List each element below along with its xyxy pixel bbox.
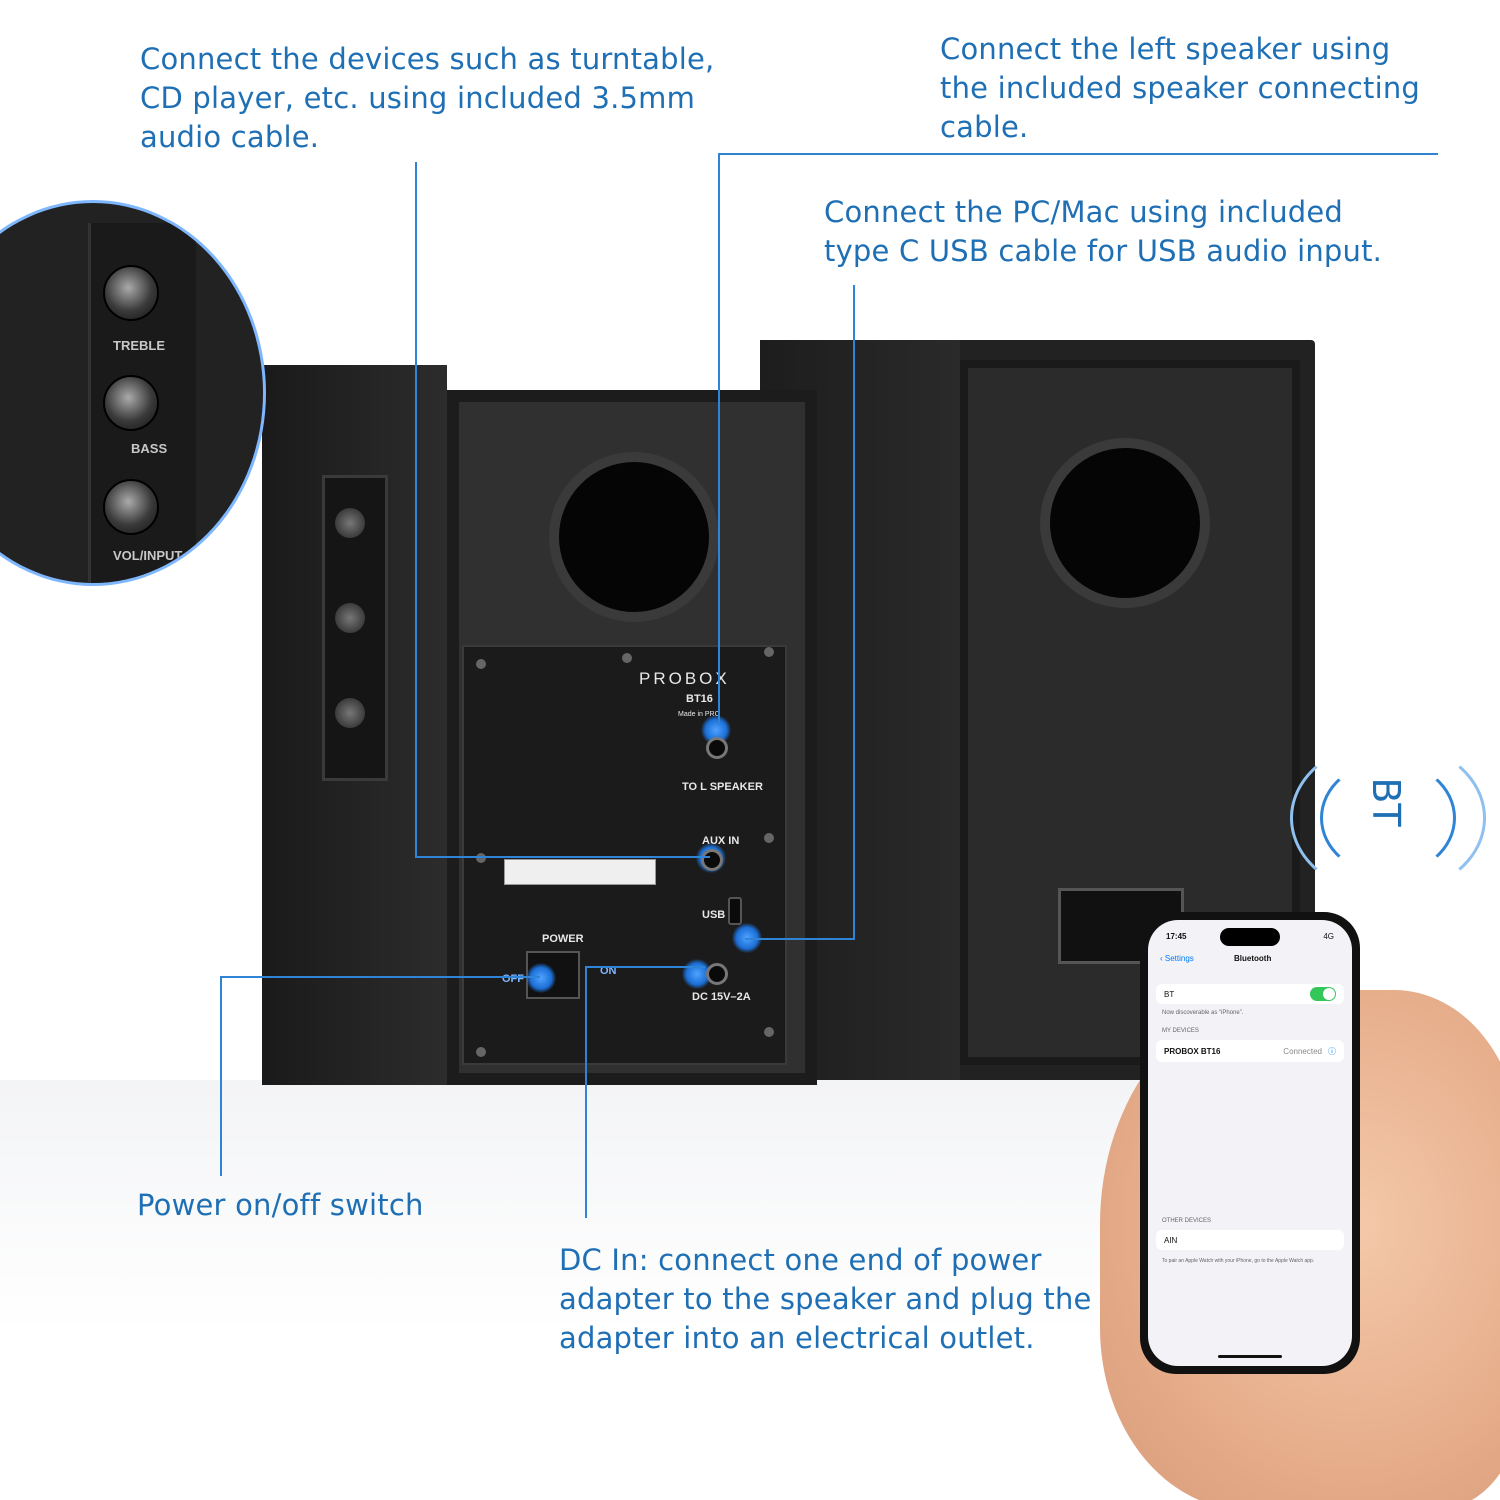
- screw: [622, 653, 632, 663]
- caption-power-switch: Power on/off switch: [137, 1188, 424, 1222]
- side-knob: [335, 603, 365, 633]
- model-label: BT16: [686, 693, 713, 705]
- info-icon[interactable]: ⓘ: [1328, 1047, 1336, 1056]
- bass-port: [1040, 438, 1210, 608]
- usb-callout-line: [853, 285, 855, 940]
- home-indicator: [1218, 1355, 1282, 1358]
- power-callout-line: [220, 976, 222, 1176]
- side-knob-panel: [322, 475, 388, 781]
- usb-c-port: [728, 897, 742, 925]
- bt-label: BT: [1364, 777, 1408, 827]
- bt-wave-icon: [1290, 740, 1486, 896]
- aux-in-jack: [701, 849, 723, 871]
- screw: [764, 647, 774, 657]
- caption-usb-input: Connect the PC/Mac using included type C…: [824, 195, 1383, 268]
- other-device-name: AIN: [1164, 1236, 1178, 1245]
- right-speaker: [760, 340, 1315, 1080]
- side-knob: [335, 698, 365, 728]
- treble-label: TREBLE: [113, 338, 165, 353]
- dc-callout-line: [585, 966, 705, 968]
- dc-in-label: DC 15V–2A: [692, 991, 751, 1003]
- status-signal: 4G: [1323, 932, 1334, 941]
- other-device-row[interactable]: AIN: [1156, 1230, 1344, 1250]
- to-l-speaker-label: TO L SPEAKER: [682, 781, 763, 793]
- warning-label: [504, 859, 656, 885]
- rear-control-panel: PROBOX BT16 Made in PRC TO L SPEAKER AUX…: [462, 645, 787, 1065]
- aux-callout-line: [415, 162, 417, 858]
- apple-watch-footer: To pair an Apple Watch with your iPhone,…: [1162, 1258, 1315, 1264]
- bt-toggle-row: BT: [1156, 984, 1344, 1004]
- caption-left-speaker: Connect the left speaker using the inclu…: [940, 32, 1421, 144]
- to-l-speaker-jack: [706, 737, 728, 759]
- bass-port: [549, 452, 719, 622]
- bt-badge: BT: [1290, 740, 1486, 896]
- caption-dc-in: DC In: connect one end of power adapter …: [559, 1243, 1092, 1355]
- nav-title: Bluetooth: [1234, 954, 1272, 963]
- power-switch-highlight: [526, 963, 556, 993]
- left-speaker-callout-line: [718, 153, 1438, 155]
- bass-knob: [103, 375, 159, 431]
- status-time: 17:45: [1166, 932, 1187, 941]
- discoverable-text: Now discoverable as “iPhone”.: [1162, 1010, 1244, 1016]
- vol-input-label: VOL/INPUT: [113, 548, 183, 563]
- on-label: ON: [600, 965, 617, 977]
- usb-label: USB: [702, 909, 726, 921]
- treble-knob: [103, 265, 159, 321]
- usb-callout-line: [745, 938, 855, 940]
- back-settings-label: Settings: [1164, 954, 1194, 963]
- dynamic-island: [1220, 928, 1280, 946]
- caption-aux-input: Connect the devices such as turntable, C…: [140, 42, 715, 154]
- device-name: PROBOX BT16: [1164, 1047, 1221, 1056]
- screw: [476, 1047, 486, 1057]
- screw: [764, 833, 774, 843]
- device-row[interactable]: PROBOX BT16 Connected ⓘ: [1156, 1040, 1344, 1062]
- phone: 17:45 4G ‹ Settings Bluetooth BT Now dis…: [1140, 912, 1360, 1374]
- brand-logo: PROBOX: [639, 669, 730, 688]
- knob-zoom-inset: TREBLE BASS VOL/INPUT: [0, 200, 266, 586]
- bt-toggle[interactable]: [1310, 987, 1336, 1001]
- vol-input-knob: [103, 479, 159, 535]
- aux-callout-line: [415, 856, 710, 858]
- left-speaker-callout-line: [718, 153, 720, 723]
- device-status: Connected: [1283, 1047, 1322, 1056]
- power-callout-line: [220, 976, 540, 978]
- dc-callout-line: [585, 966, 587, 1218]
- side-knob: [335, 508, 365, 538]
- my-devices-header: MY DEVICES: [1162, 1028, 1199, 1034]
- off-label: OFF: [502, 973, 524, 985]
- made-in-label: Made in PRC: [678, 711, 720, 718]
- power-label: POWER: [542, 933, 584, 945]
- other-devices-header: OTHER DEVICES: [1162, 1218, 1212, 1224]
- screw: [476, 853, 486, 863]
- bass-label: BASS: [131, 441, 168, 456]
- back-settings-link[interactable]: ‹ Settings: [1160, 954, 1194, 963]
- bt-toggle-label: BT: [1164, 990, 1175, 999]
- screw: [764, 1027, 774, 1037]
- screw: [476, 659, 486, 669]
- dc-in-jack: [706, 963, 728, 985]
- phone-screen: 17:45 4G ‹ Settings Bluetooth BT Now dis…: [1148, 920, 1352, 1366]
